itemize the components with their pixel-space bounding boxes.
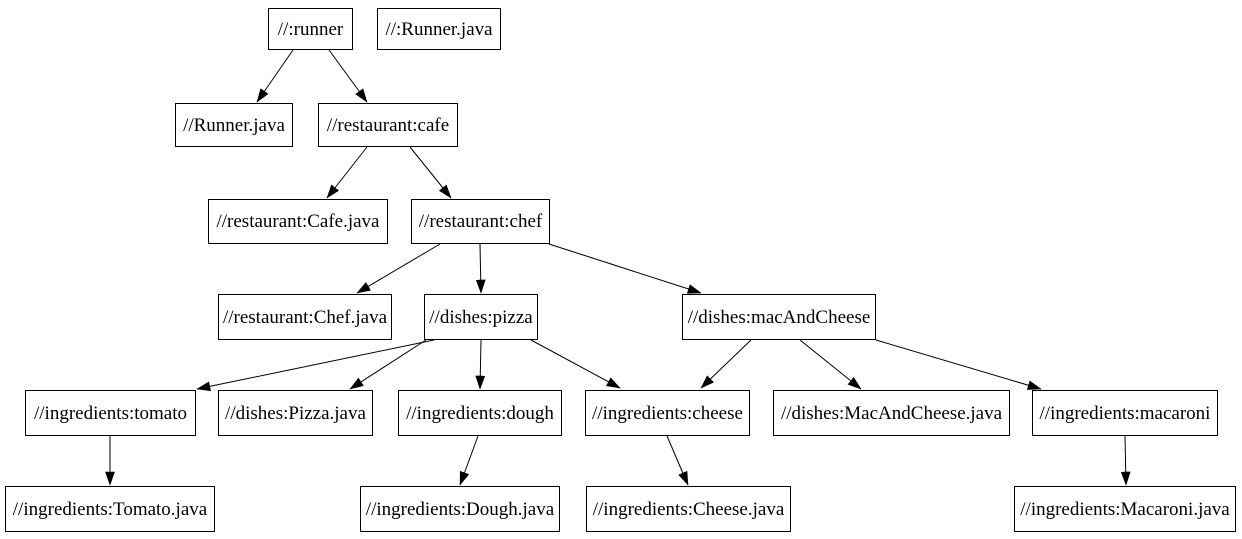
graph-node-macandcheese: //dishes:macAndCheese — [682, 294, 876, 340]
graph-node-pizza-java: //dishes:Pizza.java — [218, 390, 373, 436]
graph-node-dough: //ingredients:dough — [398, 390, 562, 436]
edge-runner-to-cafe — [328, 49, 368, 103]
graph-node-runner: //:runner — [268, 8, 353, 50]
edge-pizza-to-tomato — [196, 339, 435, 392]
graph-node-cheese-java: //ingredients:Cheese.java — [586, 486, 791, 532]
edge-cafe-to-chef — [409, 146, 452, 199]
graph-node-cafe: //restaurant:cafe — [318, 103, 458, 147]
graph-node-pizza: //dishes:pizza — [424, 294, 538, 340]
edge-cheese-to-cheese-java — [666, 435, 689, 486]
graph-node-runner-java: //Runner.java — [175, 103, 293, 147]
graph-node-macaroni-java: //ingredients:Macaroni.java — [1014, 486, 1236, 532]
graph-node-tomato-java: //ingredients:Tomato.java — [5, 486, 215, 532]
edge-macandcheese-to-macaroni — [875, 339, 1042, 390]
edge-dough-to-dough-java — [459, 435, 479, 486]
edge-chef-to-pizza — [475, 243, 486, 294]
edge-macandcheese-to-macandcheese-java — [799, 339, 862, 390]
edge-pizza-to-dough — [475, 339, 486, 390]
graph-node-cheese: //ingredients:cheese — [585, 390, 750, 436]
graph-node-root-runner-java: //:Runner.java — [377, 8, 501, 50]
graph-node-dough-java: //ingredients:Dough.java — [360, 486, 560, 532]
edge-chef-to-macandcheese — [548, 243, 702, 294]
edge-pizza-to-cheese — [530, 339, 621, 389]
edge-macaroni-to-macaroni-java — [1120, 435, 1131, 486]
graph-node-tomato: //ingredients:tomato — [25, 390, 196, 436]
graph-node-chef-java: //restaurant:Chef.java — [218, 294, 392, 340]
graph-node-cafe-java: //restaurant:Cafe.java — [208, 199, 388, 244]
edge-pizza-to-pizza-java — [349, 339, 427, 390]
edge-chef-to-chef-java — [356, 243, 441, 294]
graph-node-macandcheese-java: //dishes:MacAndCheese.java — [773, 390, 1010, 436]
edge-runner-to-runner-java — [256, 49, 294, 103]
edge-macandcheese-to-cheese — [700, 339, 752, 389]
edge-cafe-to-cafe-java — [326, 146, 368, 199]
graph-node-macaroni: //ingredients:macaroni — [1032, 390, 1218, 436]
graph-node-chef: //restaurant:chef — [411, 199, 550, 244]
